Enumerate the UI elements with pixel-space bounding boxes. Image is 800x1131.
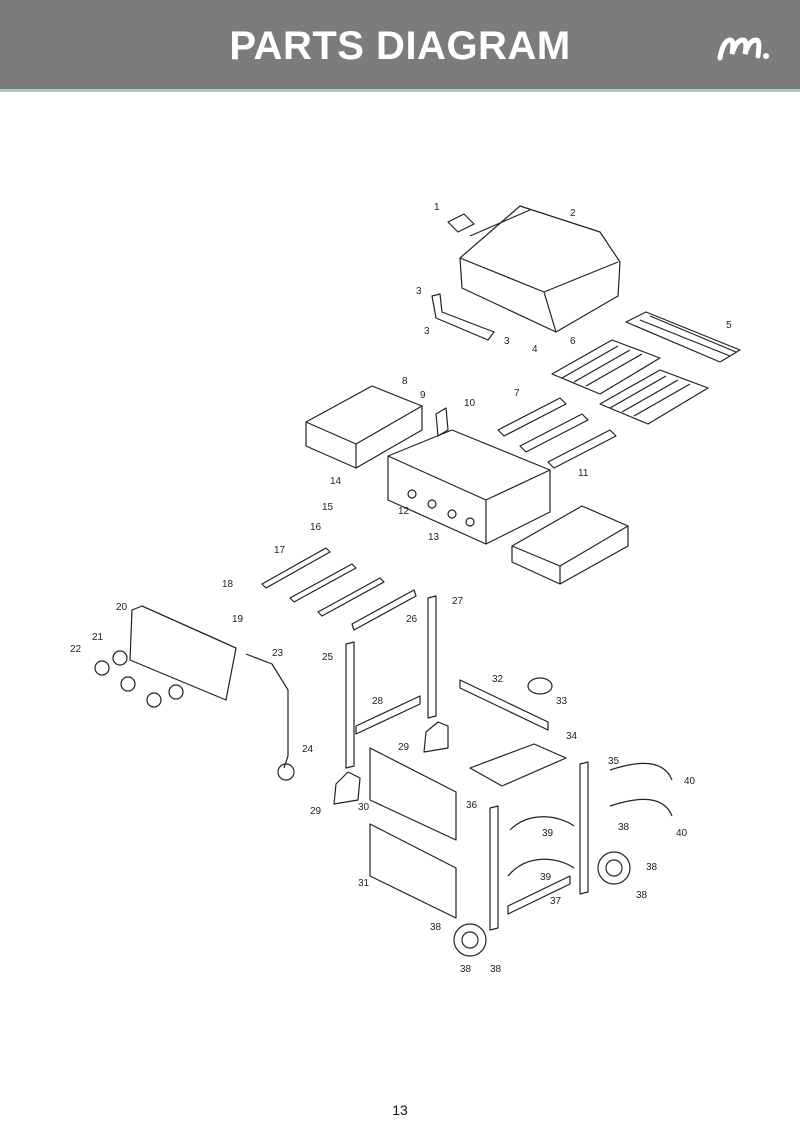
part-bottom-shelf: [469, 743, 567, 787]
part-control-knobs: [94, 650, 184, 708]
part-wheel-right: [597, 851, 631, 885]
part-foot-right: [423, 721, 449, 753]
callout-label: 28: [372, 696, 384, 707]
callout-label: 25: [322, 652, 334, 663]
callout-label: 39: [540, 872, 552, 883]
part-cart-leg-right: [579, 761, 589, 895]
callout-label: 2: [570, 208, 576, 219]
part-tank-ring-upper: [509, 816, 575, 831]
part-right-side-shelf: [511, 505, 629, 585]
callout-label: 3: [504, 336, 510, 347]
part-warming-rack: [625, 311, 741, 363]
callout-label: 11: [578, 468, 589, 479]
part-cooking-grids: [551, 339, 709, 425]
callout-label: 22: [70, 644, 82, 655]
callout-label: 5: [726, 320, 732, 331]
part-cart-leg-left: [489, 805, 499, 931]
callout-label: 12: [398, 506, 410, 517]
callout-label: 26: [406, 614, 418, 625]
part-firebox: [387, 429, 551, 545]
part-top-brace: [351, 589, 417, 631]
callout-label: 38: [646, 862, 658, 873]
part-cup-holder: [527, 677, 553, 695]
part-tank-strap-upper: [609, 762, 673, 781]
part-left-leg: [345, 641, 355, 769]
callout-label: 38: [460, 964, 472, 975]
callout-label: 19: [232, 614, 244, 625]
part-foot-left: [333, 771, 361, 805]
callout-label: 7: [514, 388, 520, 399]
callout-label: 30: [358, 802, 370, 813]
part-control-panel: [129, 605, 237, 701]
callout-label: 34: [566, 731, 578, 742]
callout-label: 38: [636, 890, 648, 901]
callout-label: 8: [402, 376, 408, 387]
part-handle: [431, 293, 495, 341]
part-right-leg: [427, 595, 437, 719]
page-number: 13: [392, 1102, 408, 1118]
callout-label: 15: [322, 502, 334, 513]
part-lower-brace: [355, 695, 421, 735]
callout-label: 14: [330, 476, 342, 487]
page-title: PARTS DIAGRAM: [229, 24, 571, 68]
callout-label: 4: [532, 344, 538, 355]
callout-label: 3: [416, 286, 422, 297]
part-bracket: [435, 407, 449, 437]
part-thermometer: [447, 213, 475, 233]
callout-label: 9: [420, 390, 426, 401]
callout-label: 31: [358, 878, 370, 889]
callout-label: 38: [618, 822, 630, 833]
callout-label: 3: [424, 326, 430, 337]
callout-label: 16: [310, 522, 322, 533]
part-side-panel-upper: [369, 747, 457, 841]
part-tank-ring-lower: [507, 858, 575, 877]
part-flame-tamers: [497, 397, 617, 469]
callout-label: 35: [608, 756, 620, 767]
callout-label: 40: [684, 776, 696, 787]
callout-label: 36: [466, 800, 478, 811]
callout-label: 6: [570, 336, 576, 347]
callout-label: 40: [676, 828, 688, 839]
part-side-panel-lower: [369, 823, 457, 919]
part-burners: [261, 547, 385, 617]
callout-label: 17: [274, 545, 286, 556]
callout-label: 38: [430, 922, 442, 933]
part-left-side-shelf: [305, 385, 423, 469]
part-tank-strap-lower: [609, 798, 673, 817]
callout-label: 23: [272, 648, 284, 659]
brand-logo-icon: [717, 37, 769, 61]
callout-label: 18: [222, 579, 234, 590]
callout-label: 24: [302, 744, 314, 755]
page-header: PARTS DIAGRAM: [0, 0, 800, 92]
part-rear-brace: [459, 679, 549, 731]
callout-label: 32: [492, 674, 504, 685]
callout-label: 29: [398, 742, 410, 753]
callout-label: 33: [556, 696, 568, 707]
callout-label: 27: [452, 596, 464, 607]
part-cart-bottom-brace: [507, 875, 571, 915]
callout-label: 29: [310, 806, 322, 817]
callout-label: 37: [550, 896, 562, 907]
part-wheel-left: [453, 923, 487, 957]
callout-label: 20: [116, 602, 128, 613]
callout-label: 10: [464, 398, 476, 409]
part-regulator-hose: [245, 653, 289, 769]
callout-label: 38: [490, 964, 502, 975]
callout-label: 39: [542, 828, 554, 839]
callout-label: 1: [434, 202, 440, 213]
callout-label: 21: [92, 632, 104, 643]
callout-label: 13: [428, 532, 440, 543]
part-lid: [459, 205, 621, 333]
